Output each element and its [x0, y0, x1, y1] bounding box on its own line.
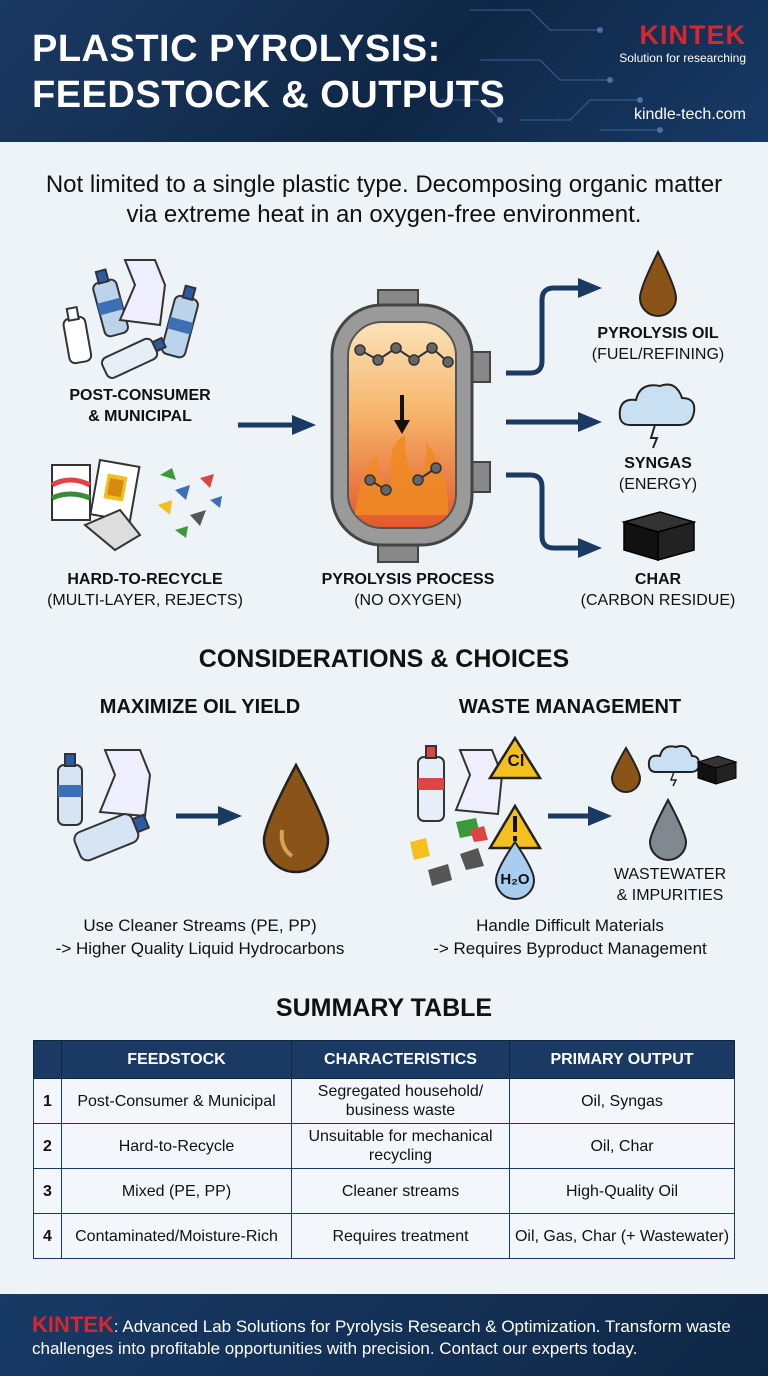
col-feedstock-header: FEEDSTOCK — [61, 1040, 292, 1079]
water-label: H₂O — [500, 871, 530, 888]
process-sub: (NO OXYGEN) — [354, 592, 462, 609]
characteristics-cell: Unsuitable for mechanical recycling — [291, 1123, 510, 1169]
table-row: 3 Mixed (PE, PP) Cleaner streams High-Qu… — [33, 1168, 735, 1214]
output-cell: Oil, Gas, Char (+ Wastewater) — [509, 1213, 735, 1259]
header-banner: PLASTIC PYROLYSIS: FEEDSTOCK & OUTPUTS K… — [0, 0, 768, 142]
waste-mgmt-caption: Handle Difficult Materials -> Requires B… — [400, 914, 740, 960]
oil-yield-heading: MAXIMIZE OIL YIELD — [99, 696, 301, 718]
input1-sub: & MUNICIPAL — [88, 408, 192, 425]
summary-table: FEEDSTOCK CHARACTERISTICS PRIMARY OUTPUT… — [33, 1040, 735, 1259]
high-quality-oil-drop-icon — [262, 762, 330, 874]
wastewater-label: WASTEWATER & IMPURITIES — [600, 864, 740, 906]
oil-drop-icon — [638, 249, 678, 317]
output-syngas-label: SYNGAS (ENERGY) — [578, 453, 738, 495]
right-arrow-icon — [548, 806, 612, 826]
table-header-row: FEEDSTOCK CHARACTERISTICS PRIMARY OUTPUT — [33, 1040, 735, 1079]
feedstock-cell: Post-Consumer & Municipal — [61, 1078, 292, 1124]
website-link[interactable]: kindle-tech.com — [633, 106, 746, 123]
oil-yield-line2: -> Higher Quality Liquid Hydrocarbons — [55, 939, 345, 958]
byproducts-icon — [610, 745, 738, 793]
row-number: 3 — [33, 1168, 62, 1214]
wastewater-line1: WASTEWATER — [613, 866, 727, 883]
col-output-header: PRIMARY OUTPUT — [509, 1040, 735, 1079]
process-flow-diagram — [50, 249, 697, 563]
wastewater-drop-icon — [648, 797, 688, 861]
output-cell: Oil, Char — [509, 1123, 735, 1169]
title-line-1: PLASTIC PYROLYSIS: — [32, 28, 441, 70]
input2-sub: (MULTI-LAYER, REJECTS) — [47, 592, 243, 609]
input-post-consumer-label: POST-CONSUMER & MUNICIPAL — [40, 385, 240, 427]
footer-banner: KINTEK: Advanced Lab Solutions for Pyrol… — [0, 1294, 768, 1376]
clean-plastics-icon — [57, 749, 152, 862]
output3-sub: (CARBON RESIDUE) — [580, 592, 736, 609]
table-row: 4 Contaminated/Moisture-Rich Requires tr… — [33, 1213, 735, 1259]
packaging-waste-icon — [50, 458, 222, 552]
input-hard-to-recycle-label: HARD-TO-RECYCLE (MULTI-LAYER, REJECTS) — [20, 569, 270, 611]
considerations-diagram — [57, 735, 738, 900]
row-number: 1 — [33, 1078, 62, 1124]
table-row: 2 Hard-to-Recycle Unsuitable for mechani… — [33, 1123, 735, 1169]
char-cube-icon — [621, 511, 697, 562]
col-num-header — [33, 1040, 62, 1079]
output2-title: SYNGAS — [624, 455, 692, 472]
col-characteristics-header: CHARACTERISTICS — [291, 1040, 510, 1079]
characteristics-cell: Segregated household/ business waste — [291, 1078, 510, 1124]
table-row: 1 Post-Consumer & Municipal Segregated h… — [33, 1078, 735, 1124]
syngas-cloud-icon — [618, 383, 696, 449]
row-number: 4 — [33, 1213, 62, 1259]
output1-title: PYROLYSIS OIL — [597, 325, 719, 342]
output-cell: High-Quality Oil — [509, 1168, 735, 1214]
considerations-heading: CONSIDERATIONS & CHOICES — [198, 645, 570, 673]
output2-sub: (ENERGY) — [618, 476, 698, 493]
output-cell: Oil, Syngas — [509, 1078, 735, 1124]
chlorine-warning-label: Cl — [507, 751, 525, 770]
output3-title: CHAR — [634, 571, 682, 588]
oil-yield-caption: Use Cleaner Streams (PE, PP) -> Higher Q… — [30, 914, 370, 960]
summary-heading: SUMMARY TABLE — [275, 994, 493, 1022]
brand-logo: KINTEK Solution for researching — [619, 20, 746, 65]
brand-tagline: Solution for researching — [619, 51, 746, 65]
feedstock-cell: Contaminated/Moisture-Rich — [61, 1213, 292, 1259]
circuit-pattern-icon — [440, 9, 663, 133]
output1-sub: (FUEL/REFINING) — [591, 346, 725, 363]
process-title: PYROLYSIS PROCESS — [321, 571, 495, 588]
oil-yield-line1: Use Cleaner Streams (PE, PP) — [83, 916, 317, 935]
output-arrows-icon — [506, 285, 582, 551]
title-line-2: FEEDSTOCK & OUTPUTS — [32, 74, 506, 116]
process-label: PYROLYSIS PROCESS (NO OXYGEN) — [300, 569, 516, 611]
feedstock-cell: Hard-to-Recycle — [61, 1123, 292, 1169]
difficult-materials-icon — [410, 735, 543, 900]
characteristics-cell: Cleaner streams — [291, 1168, 510, 1214]
left-arrow-icon — [176, 806, 242, 826]
input-arrow-icon — [238, 415, 316, 435]
page-title: PLASTIC PYROLYSIS: FEEDSTOCK & OUTPUTS — [32, 26, 592, 118]
output-char-label: CHAR (CARBON RESIDUE) — [568, 569, 748, 611]
intro-text: Not limited to a single plastic type. De… — [45, 171, 723, 228]
input2-title: HARD-TO-RECYCLE — [67, 571, 223, 588]
characteristics-cell: Requires treatment — [291, 1213, 510, 1259]
input1-title: POST-CONSUMER — [69, 387, 211, 404]
wastewater-line2: & IMPURITIES — [616, 887, 724, 904]
footer-text: : Advanced Lab Solutions for Pyrolysis R… — [32, 1317, 731, 1358]
pyrolysis-reactor-icon — [330, 289, 491, 563]
footer-brand: KINTEK — [32, 1312, 114, 1337]
plastic-bottles-icon — [62, 259, 199, 379]
row-number: 2 — [33, 1123, 62, 1169]
waste-management-heading: WASTE MANAGEMENT — [458, 696, 682, 718]
waste-mgmt-line1: Handle Difficult Materials — [476, 916, 664, 935]
waste-mgmt-line2: -> Requires Byproduct Management — [433, 939, 707, 958]
brand-name: KINTEK — [639, 20, 746, 50]
feedstock-cell: Mixed (PE, PP) — [61, 1168, 292, 1214]
output-oil-label: PYROLYSIS OIL (FUEL/REFINING) — [578, 323, 738, 365]
